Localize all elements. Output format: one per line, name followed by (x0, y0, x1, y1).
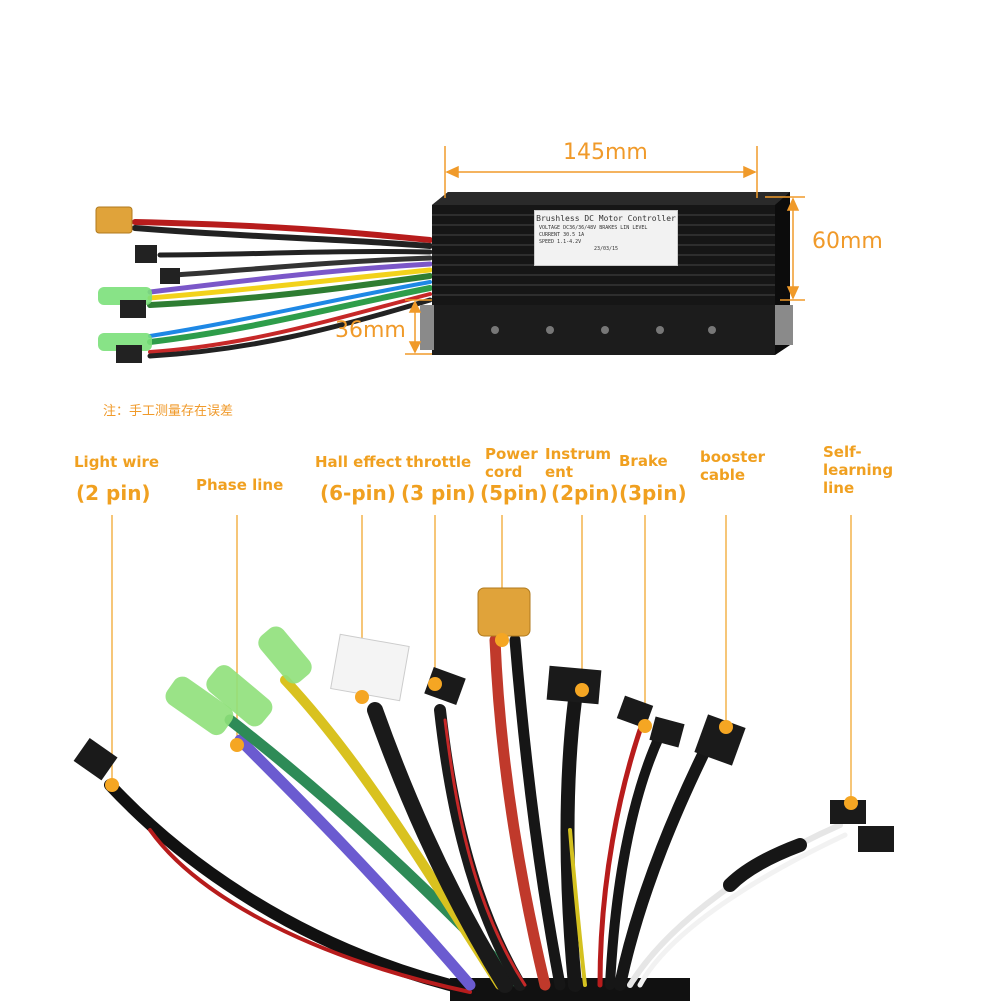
label-power-cord: Power cord (485, 445, 538, 481)
phase-cap-3 (258, 626, 312, 684)
power-xt60 (477, 587, 531, 637)
marker-self-learning (844, 796, 858, 810)
marker-booster (719, 720, 733, 734)
label-hall-effect: Hall effect (315, 453, 402, 471)
small-connector-2 (160, 268, 180, 284)
throttle-connector (424, 667, 466, 705)
pins-throttle: (3 pin) (401, 481, 476, 505)
controller-sticker: Brushless DC Motor Controller VOLTAGE DC… (534, 210, 678, 266)
marker-phase-line (230, 738, 244, 752)
marker-instrument (575, 683, 589, 697)
label-phase-line: Phase line (196, 476, 284, 494)
hall-connector (330, 633, 410, 702)
sticker-line-4: SPEED 1.1-4.2V (539, 239, 582, 245)
marker-brake (638, 719, 652, 733)
phase-cap-1 (165, 676, 234, 736)
sticker-line-1: Brushless DC Motor Controller (536, 214, 676, 223)
selflearn-connector-2 (858, 826, 894, 852)
dimension-lines (405, 146, 805, 355)
brake-connector-2 (649, 716, 685, 748)
marker-light-wire (105, 778, 119, 792)
measurement-note: 注：手工测量存在误差 (103, 404, 234, 419)
dimension-length: 145mm (563, 140, 648, 165)
connectors (73, 587, 894, 852)
phase-cap-2 (206, 665, 273, 727)
small-connector-1 (135, 245, 157, 263)
label-instrument: Instrum ent (545, 445, 612, 481)
label-self-learning: Self-learning line (823, 443, 894, 497)
sticker-line-2: VOLTAGE DC36/36/48V BRAKES LIN LEVEL (539, 225, 648, 231)
sticker-line-5: 23/03/15 (593, 246, 619, 252)
sticker-line-3: CURRENT 30.5 1A (539, 232, 585, 238)
marker-throttle (428, 677, 442, 691)
marker-power-cord (495, 633, 509, 647)
pins-hall-effect: (6-pin) (320, 481, 396, 505)
xt60-connector (95, 206, 133, 234)
top-wire-bundle (132, 219, 433, 359)
pins-instrument: (2pin) (551, 481, 619, 505)
marker-hall-effect (355, 690, 369, 704)
dimension-width: 60mm (812, 229, 883, 254)
label-light-wire: Light wire (74, 453, 160, 471)
label-brake: Brake (619, 452, 668, 470)
label-throttle: throttle (406, 453, 472, 471)
bottom-wires (104, 634, 848, 996)
small-connector-4 (116, 345, 142, 363)
instrument-connector (546, 665, 602, 705)
pins-power-cord: (5pin) (480, 481, 548, 505)
label-booster-cable: booster cable (700, 448, 766, 484)
leader-lines (111, 515, 852, 800)
light-wire-connector (73, 737, 118, 781)
pins-brake: (3pin) (619, 481, 687, 505)
callout-markers (105, 633, 858, 810)
pins-light-wire: (2 pin) (76, 481, 151, 505)
dimension-height: 36mm (335, 318, 406, 343)
small-connector-3 (120, 300, 146, 318)
